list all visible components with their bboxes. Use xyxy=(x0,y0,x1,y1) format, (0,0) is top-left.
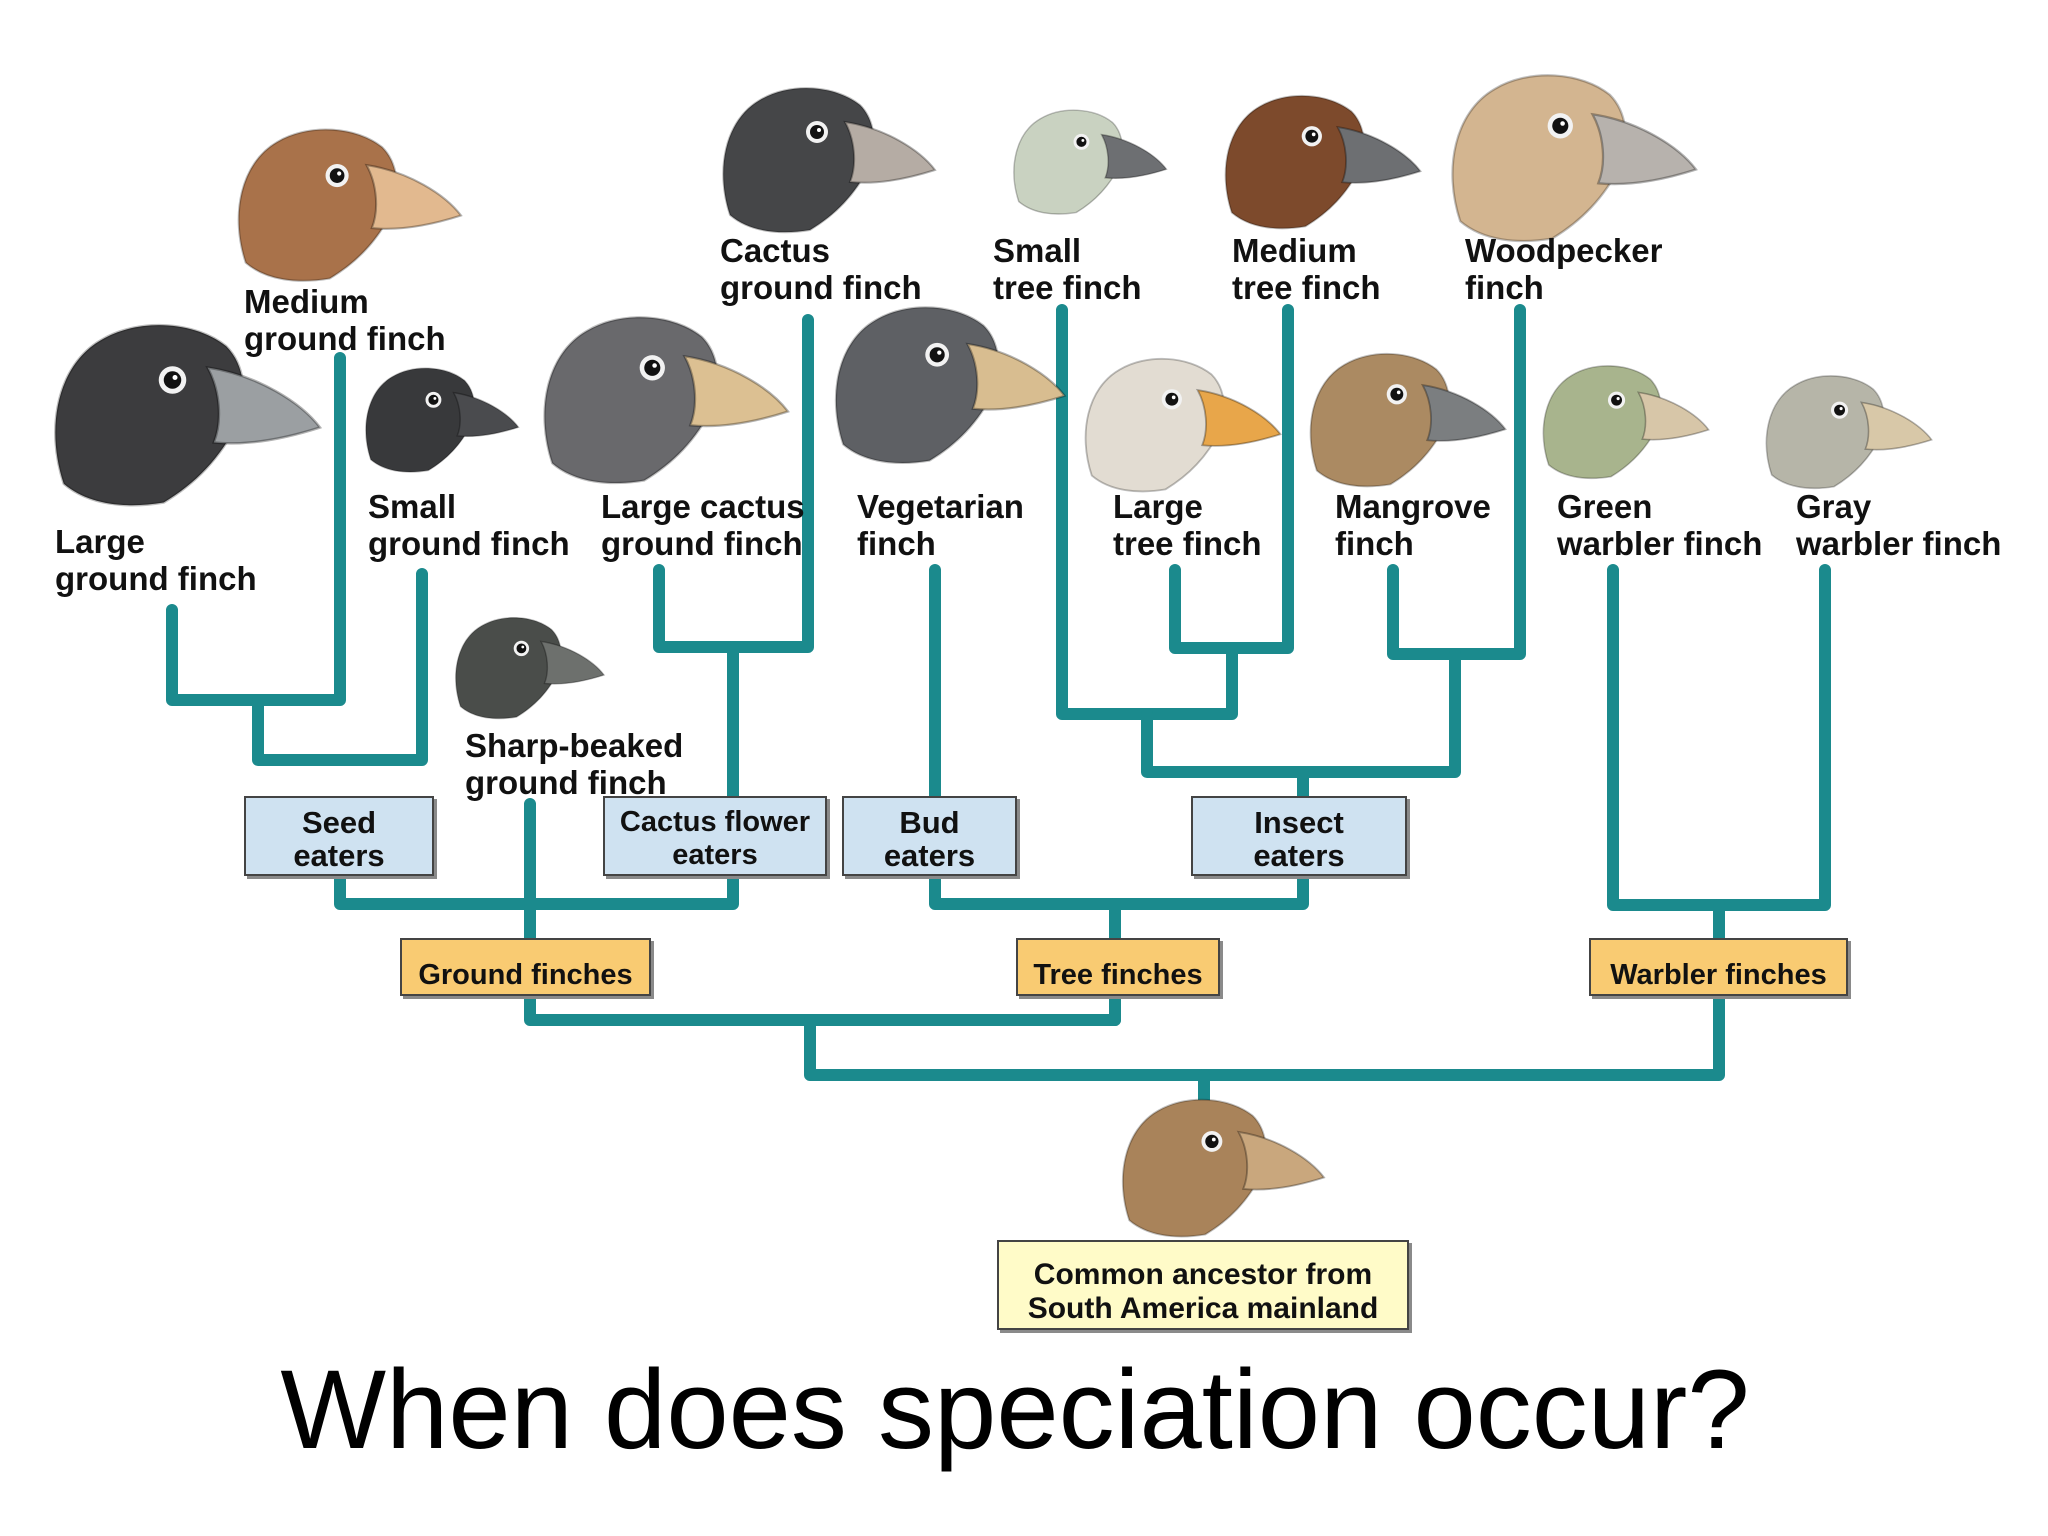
cactus-ground-finch-head-icon xyxy=(722,87,937,234)
green-warbler-finch-head-icon xyxy=(1542,365,1710,480)
medium-ground-finch-head-icon xyxy=(237,128,463,282)
branch-root xyxy=(804,1014,1725,1081)
large-cactus-ground-finch-head-icon xyxy=(543,316,790,485)
large-tree-finch-head-icon xyxy=(1084,357,1282,493)
common-ancestor-head-icon xyxy=(1121,1098,1326,1238)
clade-box-tree-finches: Tree finches xyxy=(1016,938,1220,996)
mangrove-finch-head-icon xyxy=(1309,352,1507,488)
small-tree-finch-head-icon xyxy=(1013,109,1168,215)
branch-seed-eaters xyxy=(166,568,428,766)
finch-heads xyxy=(54,74,1933,1238)
slide-question: When does speciation occur? xyxy=(280,1347,1750,1472)
vegetarian-finch-head-icon xyxy=(834,306,1067,465)
sharp-beaked-ground-finch-head-icon xyxy=(455,616,606,720)
large-ground-finch-head-icon xyxy=(54,323,323,507)
branch-ground xyxy=(334,856,739,910)
gray-warbler-finch-head-icon xyxy=(1765,375,1933,490)
branch-warbler xyxy=(1607,564,1831,911)
clade-box-ground-finches: Ground finches xyxy=(400,938,651,996)
medium-tree-finch-head-icon xyxy=(1224,94,1422,230)
branch-insect-a xyxy=(1169,304,1294,654)
small-ground-finch-head-icon xyxy=(365,367,520,473)
woodpecker-finch-head-icon xyxy=(1451,74,1698,243)
branch-seed-medium xyxy=(252,352,346,706)
clade-box-warbler-finches: Warbler finches xyxy=(1589,938,1848,996)
